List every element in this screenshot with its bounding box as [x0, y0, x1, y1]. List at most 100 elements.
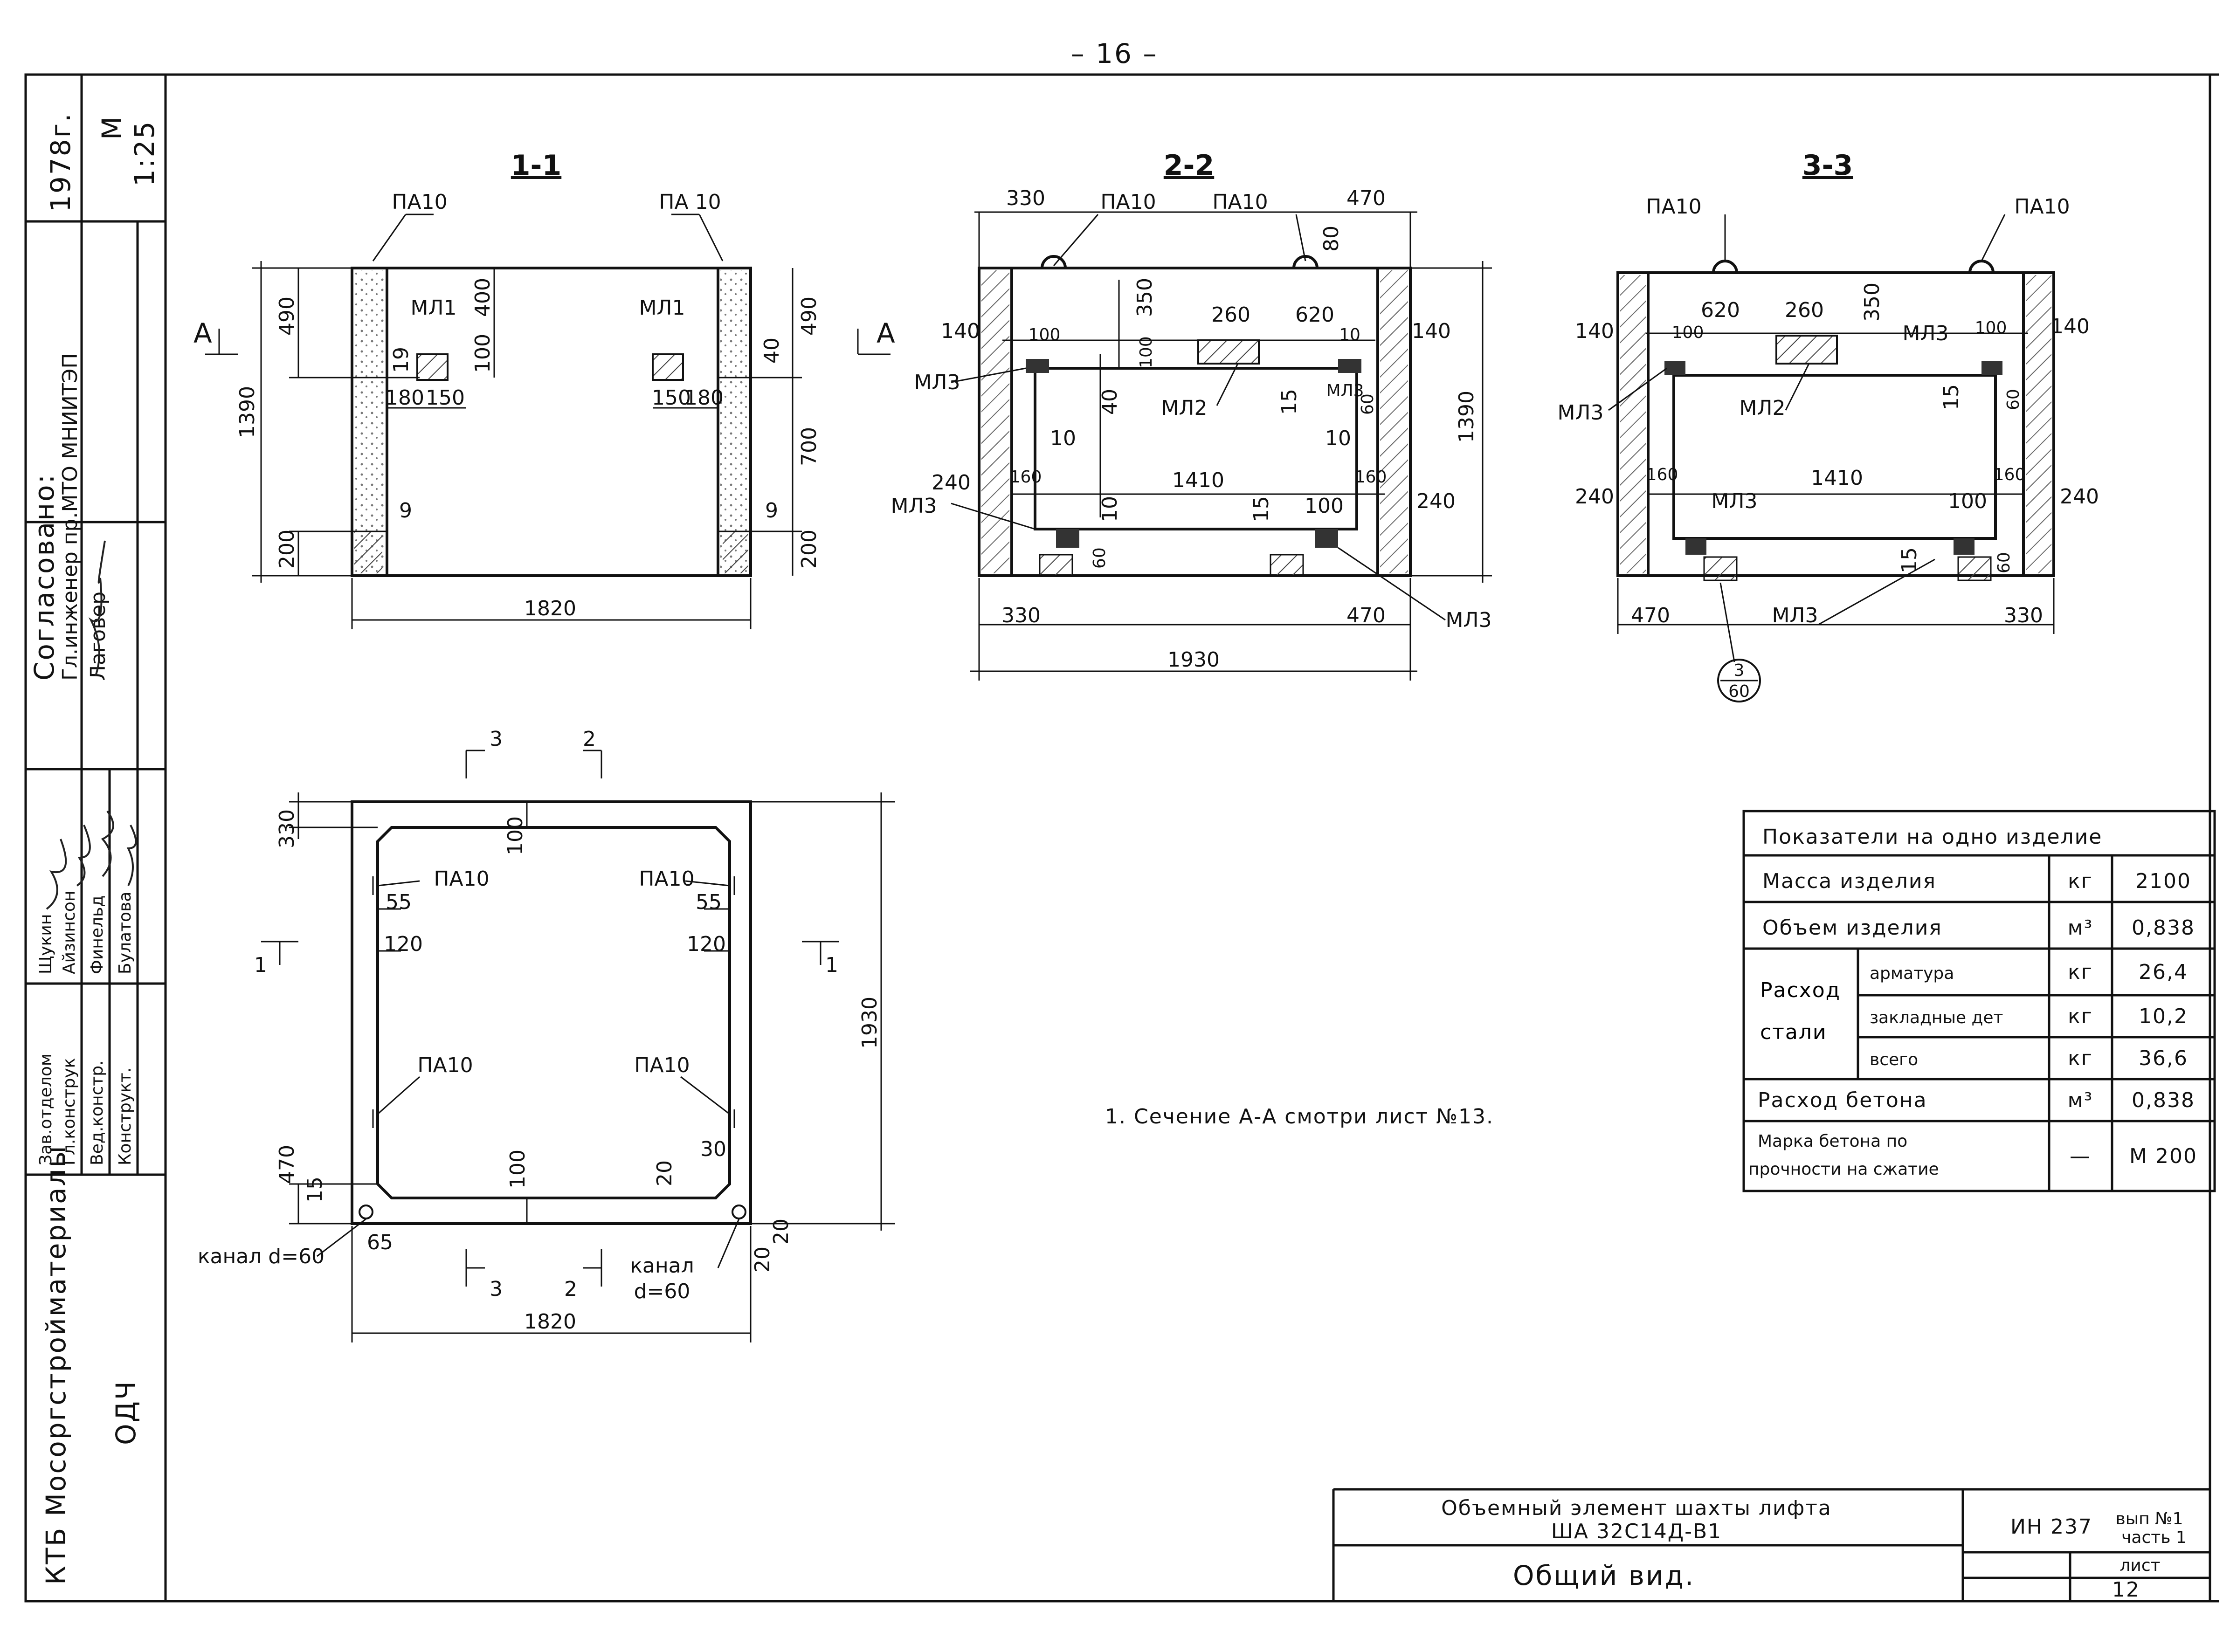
plan-canal-left: канал d=60	[198, 1245, 324, 1268]
s33-ml3c: МЛ3	[1711, 489, 1757, 513]
s33-callout-bottom: 60	[1728, 682, 1750, 701]
stamp-code: ОДЧ	[110, 1380, 142, 1445]
s11-d700: 700	[797, 427, 821, 466]
s11-d200: 200	[275, 530, 299, 569]
side-stamp-text: 1978г. М 1:25 Согласовано: Гл.инженер пр…	[28, 112, 160, 1585]
ind-concrete-label: Расход бетона	[1758, 1088, 1927, 1112]
signature-2	[46, 839, 67, 910]
side-stamp	[24, 73, 167, 1603]
s11-d1820: 1820	[524, 597, 576, 620]
s22-d15b: 15	[1250, 496, 1273, 522]
ind-concrete-value: 0,838	[2132, 1088, 2195, 1112]
stamp-org: КТБ Мосоргстройматериалы	[40, 1145, 72, 1585]
stamp-year: 1978г.	[45, 112, 76, 212]
s11-d150: 150	[426, 386, 465, 410]
s33-d330: 330	[2004, 604, 2043, 627]
s22-ml3d: МЛ3	[1445, 608, 1491, 632]
section-1-1-title: 1-1	[511, 149, 561, 182]
ind-steel2-unit: кг	[2068, 1005, 2093, 1028]
plan-pa-br: ПА10	[634, 1053, 690, 1077]
stamp-name-2: Айзинсон	[60, 891, 79, 974]
ind-steel1-value: 26,4	[2139, 960, 2188, 984]
ind-row2-value: 0,838	[2132, 916, 2195, 940]
s33-callout-top: 3	[1734, 661, 1745, 680]
s22-ml2: МЛ2	[1161, 396, 1207, 420]
ind-steel3-label: всего	[1870, 1050, 1918, 1069]
s11-mark-left: А	[193, 317, 214, 349]
s33-d60: 60	[2004, 389, 2023, 410]
plan-d100: 100	[504, 816, 527, 855]
s11-mark-right: А	[877, 317, 897, 349]
section-2-2: 2-2	[891, 149, 1492, 681]
plan-d100b: 100	[506, 1150, 530, 1189]
s33-d240: 240	[1575, 485, 1614, 509]
title-block: Объемный элемент шахты лифта ША 32С14Д-В…	[1332, 1488, 2210, 1602]
s22-d330b: 330	[1001, 604, 1041, 627]
s11-d490: 490	[275, 296, 299, 336]
s33-ml3b: МЛ3	[1557, 401, 1603, 425]
s22-ml3c: МЛ3	[891, 494, 937, 518]
ind-steel3-value: 36,6	[2139, 1046, 2188, 1070]
plan-c1: 1	[254, 953, 267, 977]
plan-d55r: 55	[696, 890, 722, 914]
tb-sheet-no: 12	[2112, 1578, 2140, 1602]
s22-d140r: 140	[1412, 319, 1451, 343]
s22-d15: 15	[1277, 389, 1301, 415]
plan-d55: 55	[386, 890, 412, 914]
s11-d19: 19	[389, 347, 413, 373]
signature-5	[126, 825, 137, 886]
s11-d40: 40	[760, 337, 784, 364]
s22-d10b: 10	[1050, 427, 1076, 450]
s33-d100: 100	[1672, 323, 1704, 342]
s22-d620: 620	[1295, 303, 1334, 327]
s33-d260: 260	[1785, 298, 1824, 322]
ind-grade-value: М 200	[2129, 1144, 2197, 1168]
s22-d100c: 100	[1305, 494, 1344, 518]
plan-view: 3 2 3 2 1 1 330 100 ПА10 ПА10 55 55 120 …	[198, 727, 895, 1342]
ind-grade-label2: прочности на сжатие	[1748, 1160, 1939, 1179]
s33-d1410: 1410	[1811, 466, 1863, 490]
plan-c2b: 2	[564, 1277, 577, 1301]
tb-doc-sub1: вып №1	[2116, 1509, 2183, 1528]
section-3-3: 3-3	[1557, 149, 2099, 702]
s33-d620: 620	[1701, 298, 1740, 322]
s22-ml3a: МЛ3	[914, 371, 960, 394]
stamp-role-1: Зав.отделом	[36, 1053, 55, 1165]
tb-doc: ИН 237	[2010, 1515, 2092, 1539]
plan-pa-tl: ПА10	[434, 867, 489, 891]
stamp-approved: Согласовано:	[28, 473, 60, 681]
plan-c3b: 3	[490, 1277, 503, 1301]
s11-d400: 400	[471, 278, 495, 317]
s11-pa-left: ПА10	[392, 190, 447, 214]
tb-doc-sub2: часть 1	[2121, 1528, 2187, 1547]
s22-d1390: 1390	[1455, 391, 1478, 443]
s22-d1410: 1410	[1172, 468, 1224, 492]
s22-d60: 60	[1358, 393, 1377, 415]
ind-grade-label1: Марка бетона по	[1758, 1132, 1907, 1151]
s22-d60b: 60	[1090, 547, 1109, 569]
stamp-scale-label: М	[96, 115, 128, 140]
signature-4	[101, 810, 114, 877]
plan-d65: 65	[367, 1231, 393, 1254]
plan-c2: 2	[583, 727, 596, 751]
s22-d100b: 100	[1137, 336, 1156, 368]
indicators-table: Показатели на одно изделие Масса изделия…	[1742, 810, 2216, 1192]
s22-ml3b: МЛ3	[1326, 381, 1364, 400]
s33-ml3a: МЛ3	[1902, 322, 1948, 345]
stamp-role-3: Вед.констр.	[88, 1060, 107, 1165]
ind-steel1-label: арматура	[1870, 964, 1954, 983]
stamp-role-4: Конструкт.	[116, 1067, 135, 1165]
s11-d100: 100	[471, 334, 495, 373]
s22-d80: 80	[1319, 226, 1343, 252]
ind-row1-value: 2100	[2135, 869, 2191, 893]
signature-1	[88, 540, 106, 676]
plan-pa-tr: ПА10	[639, 867, 694, 891]
section-3-3-title: 3-3	[1802, 149, 1853, 182]
tb-view: Общий вид.	[1513, 1560, 1695, 1591]
s22-d240: 240	[932, 471, 971, 495]
plan-d20c: 20	[751, 1246, 774, 1273]
s33-pa2: ПА10	[2014, 195, 2070, 219]
s33-d350: 350	[1860, 282, 1884, 322]
s33-d160r: 160	[1994, 465, 2026, 484]
